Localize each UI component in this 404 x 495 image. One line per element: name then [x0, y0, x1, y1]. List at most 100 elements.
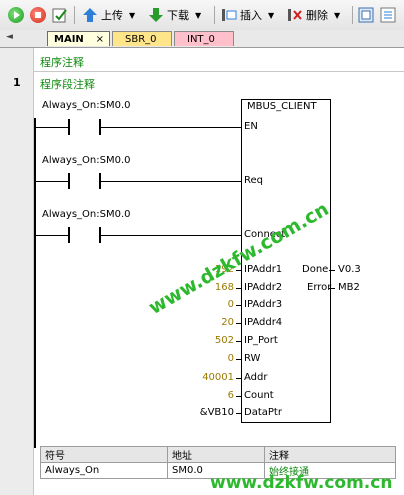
param-value[interactable]: 168 [214, 282, 234, 293]
upload-button[interactable]: 上传 ▼ [82, 5, 135, 25]
param-value[interactable]: 20 [221, 317, 234, 328]
network-comment[interactable]: 程序段注释 [40, 78, 95, 91]
pin-error: Error [307, 282, 332, 293]
table-cell: 始终接通 [264, 462, 396, 479]
ladder-editor[interactable] [0, 48, 404, 495]
upload-arrow-icon [83, 8, 97, 22]
pin-ipaddr2: IPAddr2 [244, 282, 283, 293]
rung-wire [36, 235, 68, 236]
tab-main[interactable]: MAIN × [47, 31, 110, 46]
run-icon[interactable] [8, 5, 24, 25]
sort-icon[interactable] [380, 5, 396, 25]
delete-button[interactable]: 删除 ▼ [287, 5, 340, 25]
pin-done: Done [302, 264, 329, 275]
contact-bar[interactable] [68, 119, 70, 135]
pin-addr: Addr [244, 372, 268, 383]
program-comment[interactable]: 程序注释 [40, 56, 84, 69]
toolbar: 上传 ▼ 下载 ▼ 插入 ▼ 删除 ▼ [0, 0, 404, 31]
tab-bar: ◄ MAIN × SBR_0 INT_0 [0, 30, 404, 48]
tab-sbr0[interactable]: SBR_0 [112, 31, 172, 46]
insert-icon [222, 9, 237, 21]
pin-stub [236, 305, 241, 306]
mbus-client-block[interactable] [241, 99, 331, 423]
contact-bar[interactable] [99, 173, 101, 189]
column-header: 注释 [264, 446, 396, 463]
pin-stub [236, 341, 241, 342]
watermark: www.dzkfw.com.cn [210, 473, 393, 493]
toolbar-separator [214, 6, 215, 24]
tab-int0[interactable]: INT_0 [174, 31, 234, 46]
network-icon[interactable] [358, 5, 374, 25]
param-value[interactable]: &VB10 [199, 407, 234, 418]
contact-bar[interactable] [99, 119, 101, 135]
rung-wire [36, 181, 68, 182]
download-dropdown-icon[interactable]: ▼ [195, 10, 202, 20]
pin-stub [236, 288, 241, 289]
download-arrow-icon [149, 8, 163, 22]
param-value[interactable]: 192 [214, 264, 234, 275]
pin-stub [236, 378, 241, 379]
pin-stub [236, 413, 241, 414]
delete-icon [288, 9, 302, 21]
pin-connect: Connect [244, 229, 286, 240]
toolbar-separator [352, 6, 353, 24]
column-header: 符号 [40, 446, 168, 463]
upload-dropdown-icon[interactable]: ▼ [129, 10, 136, 20]
comment-divider [33, 71, 404, 72]
delete-label: 删除 [306, 9, 328, 22]
table-row[interactable]: Always_On SM0.0 始终接通 [40, 462, 396, 479]
output-value[interactable]: V0.3 [338, 264, 361, 275]
tab-main-label: MAIN [54, 34, 84, 45]
pin-rw: RW [244, 353, 261, 364]
pin-stub [236, 359, 241, 360]
pin-ipaddr4: IPAddr4 [244, 317, 283, 328]
contact-bar[interactable] [68, 173, 70, 189]
insert-label: 插入 [240, 9, 262, 22]
insert-dropdown-icon[interactable]: ▼ [268, 10, 275, 20]
toolbar-separator [74, 6, 75, 24]
param-value[interactable]: 502 [214, 335, 234, 346]
rung-wire [36, 127, 68, 128]
download-label: 下载 [167, 9, 189, 22]
stop-icon[interactable] [30, 5, 46, 25]
pin-stub [236, 396, 241, 397]
pin-en: EN [244, 121, 258, 132]
rung-wire [101, 127, 241, 128]
pin-dataptr: DataPtr [244, 407, 282, 418]
download-button[interactable]: 下载 ▼ [148, 5, 201, 25]
insert-button[interactable]: 插入 ▼ [221, 5, 274, 25]
rung-wire [101, 181, 241, 182]
network-gutter [0, 48, 34, 495]
table-cell: Always_On [40, 462, 168, 479]
pin-req: Req [244, 175, 263, 186]
power-rail [34, 118, 36, 448]
pin-stub [236, 323, 241, 324]
tab-scroll-left-icon[interactable]: ◄ [6, 32, 13, 42]
contact-bar[interactable] [99, 227, 101, 243]
pin-ipaddr1: IPAddr1 [244, 264, 283, 275]
rung-wire [101, 235, 241, 236]
contact-label: Always_On:SM0.0 [42, 100, 131, 111]
column-header: 地址 [167, 446, 265, 463]
contact-label: Always_On:SM0.0 [42, 155, 131, 166]
tab-int0-label: INT_0 [187, 34, 215, 45]
param-value[interactable]: 6 [227, 390, 234, 401]
param-value[interactable]: 0 [227, 299, 234, 310]
block-title: MBUS_CLIENT [247, 101, 317, 112]
pin-stub [236, 270, 241, 271]
pin-ipaddr3: IPAddr3 [244, 299, 283, 310]
tab-sbr0-label: SBR_0 [125, 34, 157, 45]
pin-count: Count [244, 390, 274, 401]
output-value[interactable]: MB2 [338, 282, 360, 293]
pin-stub [329, 270, 335, 271]
contact-label: Always_On:SM0.0 [42, 209, 131, 220]
delete-dropdown-icon[interactable]: ▼ [334, 10, 341, 20]
network-number: 1 [13, 76, 21, 89]
contact-bar[interactable] [68, 227, 70, 243]
tab-close-icon[interactable]: × [95, 34, 104, 45]
upload-label: 上传 [101, 9, 123, 22]
table-header-row: 符号 地址 注释 [40, 446, 396, 463]
param-value[interactable]: 0 [227, 353, 234, 364]
param-value[interactable]: 40001 [202, 372, 234, 383]
compile-icon[interactable] [52, 5, 68, 25]
